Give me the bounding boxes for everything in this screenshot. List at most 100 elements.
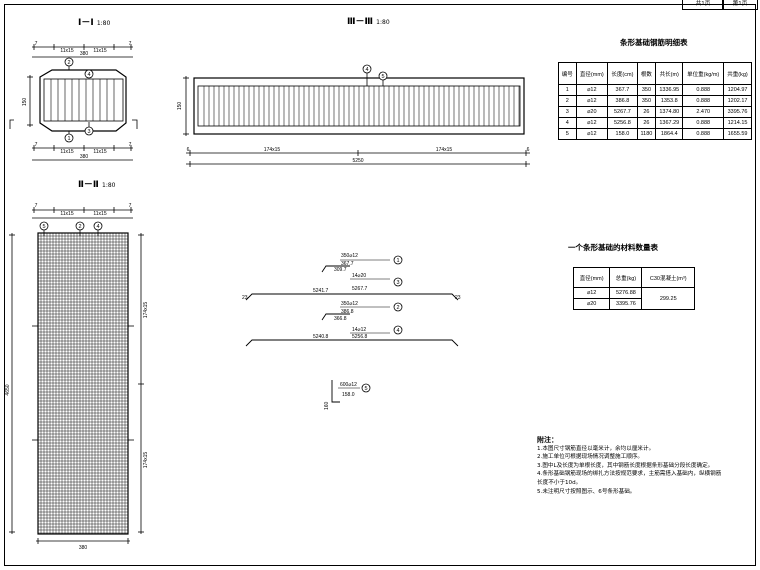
- s3-bubbles: 4 5: [362, 64, 388, 81]
- s2-bottom-total: 380: [79, 545, 88, 551]
- s1-bubble-4: 4: [87, 72, 90, 78]
- b4-len: 5256.8: [352, 334, 368, 340]
- b1-side: 309.7: [334, 267, 347, 273]
- s1-bubble-3: 3: [87, 129, 90, 135]
- rt-h-0: 编号: [558, 62, 577, 85]
- rebar-bubble-2: 2: [396, 305, 399, 311]
- s2-bubbles: 5 2 4: [39, 221, 103, 231]
- mt-h-1: 总重(kg): [609, 267, 643, 288]
- b3-len: 5267.7: [352, 286, 368, 292]
- note-item: 2.施工单位可根据现场情况调整施工顺序。: [537, 454, 644, 461]
- b4-side: 5240.8: [313, 334, 329, 340]
- sheet-number: 第1页: [722, 0, 758, 10]
- s3-dim-a: 6: [187, 147, 190, 153]
- s1-bottom-total: 380: [80, 154, 89, 160]
- s1-bubble-1: 1: [67, 136, 70, 142]
- section-1-title: Ⅰ－Ⅰ 1:80: [78, 18, 111, 28]
- s1-height: 150: [22, 98, 28, 107]
- note-item: 4.条形基础钢筋现场的绑扎方法按规范要求，主筋需搭入基础内，纵横钢筋: [537, 471, 722, 478]
- concrete-volume: 299.25: [641, 287, 695, 310]
- material-table-title: 一个条形基础的材料数量表: [568, 243, 658, 252]
- note-item: 长度不小于10d。: [537, 479, 582, 486]
- rebar-labels: 350⌀12 367.7 309.7 14⌀20 5267.7 5241.7 2…: [242, 253, 461, 410]
- s1-bubbles: 2 4 1 3: [64, 57, 94, 143]
- b2-count: 350⌀12: [341, 301, 358, 307]
- notes-heading: 附注：: [537, 436, 558, 444]
- b4-count: 14⌀12: [352, 327, 366, 333]
- sheet-total: 共1页: [682, 0, 724, 10]
- s3-bubble-4: 4: [365, 67, 368, 73]
- rt-h-1: 直径(mm): [575, 62, 609, 85]
- s2-top-dim-a: 7: [35, 203, 38, 209]
- rebar-bubble-1: 1: [396, 258, 399, 264]
- b1-len: 367.7: [341, 261, 354, 267]
- section-3-drawing: [183, 73, 530, 167]
- b3-end-left: 23: [242, 295, 248, 301]
- s1-top-dim-c: 11x15: [93, 48, 106, 54]
- section-2-drawing: [9, 207, 144, 544]
- s2-top-dim-d: 7: [129, 203, 132, 209]
- b2-side: 366.8: [334, 316, 347, 322]
- s3-bubble-5: 5: [381, 74, 384, 80]
- b3-side: 5241.7: [313, 288, 329, 294]
- s1-bottom-dim-a: 7: [35, 142, 38, 148]
- s3-height: 150: [177, 102, 183, 111]
- section-2-title: Ⅱ－Ⅱ 1:80: [78, 180, 116, 190]
- s2-bubble-4: 4: [96, 224, 99, 230]
- mt-h-2: C30混凝土(m³): [641, 267, 695, 288]
- s1-top-total: 380: [80, 51, 89, 57]
- rt-h-6: 共重(kg): [723, 62, 752, 85]
- s1-bubble-2: 2: [67, 60, 70, 66]
- rt-h-2: 长度(cm): [607, 62, 638, 85]
- note-item: 5.未注明尺寸按照图示、6号条形基础。: [537, 488, 636, 495]
- rebar-bubble-5: 5: [364, 386, 367, 392]
- b3-end-right: 23: [455, 295, 461, 301]
- s1-bottom-dim-d: 7: [129, 142, 132, 148]
- s3-dim-b: 174x15: [264, 147, 281, 153]
- rebar-table: 编号 直径(mm) 长度(cm) 根数 共长(m) 单位重(kg/m) 共重(k…: [558, 62, 752, 140]
- mt-h-0: 直径(mm): [572, 267, 611, 288]
- drawing-frame: [4, 4, 756, 566]
- note-item: 1.本图尺寸钢筋直径以毫米计，余均以厘米计。: [537, 445, 655, 452]
- rebar-table-title: 条形基础钢筋明细表: [620, 38, 688, 47]
- rt-h-5: 单位重(kg/m): [682, 62, 725, 85]
- b5-side: 160: [324, 401, 330, 410]
- s1-top-dim-a: 7: [35, 41, 38, 47]
- s1-top-dim-b: 11x15: [60, 48, 73, 54]
- b5-len: 158.0: [342, 392, 355, 398]
- rebar-details: [245, 259, 459, 403]
- b2-len: 386.8: [341, 309, 354, 315]
- s2-bubble-2: 2: [78, 224, 81, 230]
- section-1-drawing: [9, 44, 138, 161]
- s3-dim-c: 174x15: [436, 147, 453, 153]
- s1-top-dim-d: 7: [129, 41, 132, 47]
- rebar-bubble-4: 4: [396, 328, 399, 334]
- s1-bottom-dim-c: 11x15: [93, 149, 106, 155]
- rebar-bubble-3: 3: [396, 280, 399, 286]
- b5-count: 600⌀12: [340, 382, 357, 388]
- s2-right-dim-upper: 174x15: [143, 302, 149, 319]
- s2-right-dim-lower: 174x15: [143, 452, 149, 469]
- s2-top-dim-b: 11x15: [60, 211, 73, 217]
- note-item: 3.图中L及长度为单根长度，其中钢筋长度根据条形基础分段长度确定。: [537, 462, 714, 469]
- s2-top-dim-c: 11x15: [93, 211, 106, 217]
- s3-dim-d: 6: [527, 147, 530, 153]
- s2-left-total: 4650: [5, 384, 11, 395]
- rt-h-3: 根数: [636, 62, 657, 85]
- s1-bottom-dim-b: 11x15: [60, 149, 73, 155]
- rebar-bubbles: 1 3 2 4 5: [361, 255, 403, 393]
- s2-bubble-5: 5: [42, 224, 45, 230]
- notes-block: 附注： 1.本图尺寸钢筋直径以毫米计，余均以厘米计。 2.施工单位可根据现场情况…: [537, 436, 747, 496]
- section-3-title: Ⅲ－Ⅲ 1:80: [347, 17, 390, 27]
- s3-total: 5250: [352, 158, 363, 164]
- rt-h-4: 共长(m): [655, 62, 684, 85]
- b3-count: 14⌀20: [352, 273, 366, 279]
